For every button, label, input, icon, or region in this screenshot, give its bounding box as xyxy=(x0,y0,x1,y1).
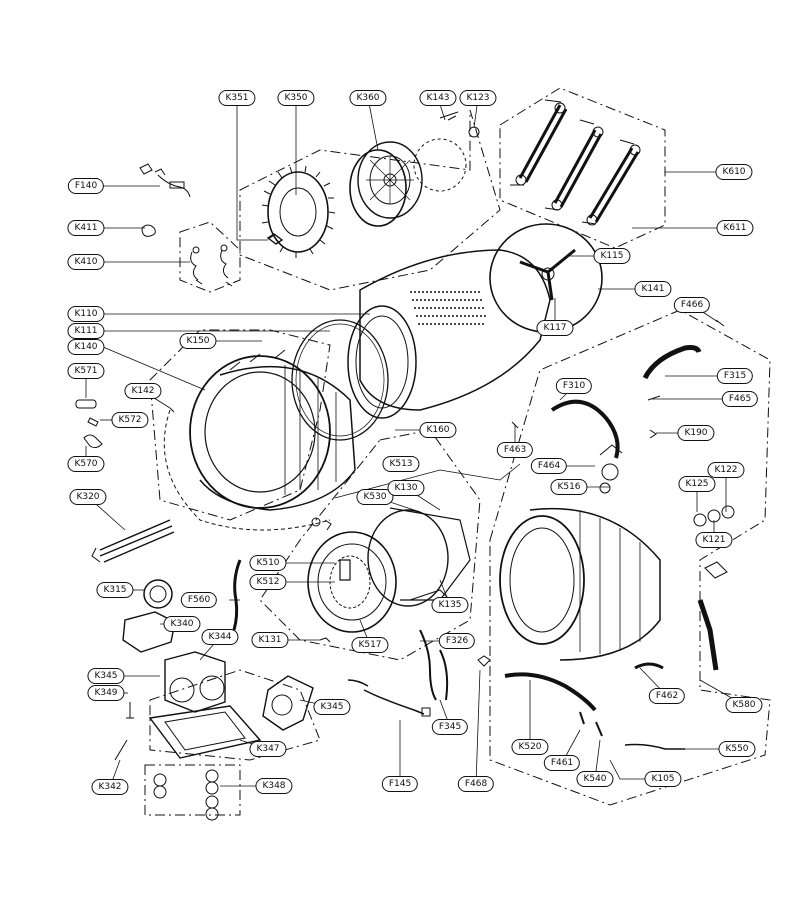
door-assembly xyxy=(307,507,471,633)
part-label-k111: K111 xyxy=(67,323,105,339)
part-label-k320: K320 xyxy=(69,489,107,505)
part-label-k150: K150 xyxy=(179,333,217,349)
part-label-k351: K351 xyxy=(218,90,256,106)
part-label-k517: K517 xyxy=(351,637,389,653)
part-label-k346: K345 xyxy=(87,668,125,684)
part-label-k550: K550 xyxy=(718,741,756,757)
part-label-f461: F461 xyxy=(543,755,581,771)
part-label-k348: K348 xyxy=(255,778,293,794)
rotor-assembly xyxy=(349,111,480,227)
part-label-k540: K540 xyxy=(576,771,614,787)
part-label-k611: K611 xyxy=(716,220,754,236)
part-label-k141: K141 xyxy=(634,281,672,297)
part-label-k123: K123 xyxy=(459,90,497,106)
part-label-k520: K520 xyxy=(511,739,549,755)
part-label-k131: K131 xyxy=(251,632,289,648)
part-label-f560: F560 xyxy=(180,592,218,608)
part-label-f465: F465 xyxy=(721,391,759,407)
part-label-k411: K411 xyxy=(67,220,105,236)
part-label-k344: K344 xyxy=(201,629,239,645)
part-label-k143: K143 xyxy=(419,90,457,106)
part-label-k121: K121 xyxy=(695,532,733,548)
part-label-k117: K117 xyxy=(536,320,574,336)
heater-element xyxy=(91,519,175,563)
part-label-k142: K142 xyxy=(124,383,162,399)
part-label-k516: K516 xyxy=(550,479,588,495)
part-label-k130: K130 xyxy=(387,480,425,496)
tub-rear-assembly xyxy=(499,444,735,661)
part-label-k410: K410 xyxy=(67,254,105,270)
part-label-f462: F462 xyxy=(648,688,686,704)
part-label-f326: F326 xyxy=(438,633,476,649)
damper-assembly xyxy=(510,99,641,226)
part-label-k125: K125 xyxy=(678,476,716,492)
stator-assembly xyxy=(261,165,336,258)
part-label-k140: K140 xyxy=(67,339,105,355)
part-label-f140: F140 xyxy=(67,178,105,194)
part-label-k360: K360 xyxy=(349,90,387,106)
part-label-k610: K610 xyxy=(715,164,753,180)
part-label-k135: K135 xyxy=(431,597,469,613)
part-label-k349: K349 xyxy=(87,685,125,701)
part-label-f345: F345 xyxy=(431,719,469,735)
part-label-k513: K513 xyxy=(382,456,420,472)
part-label-k571: K571 xyxy=(67,363,105,379)
part-label-k350: K350 xyxy=(277,90,315,106)
part-label-f145: F145 xyxy=(381,776,419,792)
drain-pump-assembly xyxy=(114,579,314,821)
part-label-k340: K340 xyxy=(163,616,201,632)
part-label-f466: F466 xyxy=(673,297,711,313)
group-outlines xyxy=(144,87,771,816)
part-label-f315: F315 xyxy=(716,368,754,384)
part-label-k160: K160 xyxy=(419,422,457,438)
part-label-k342: K342 xyxy=(91,779,129,795)
part-label-k347: K347 xyxy=(249,741,287,757)
small-top-left-parts xyxy=(139,163,233,287)
part-label-k105: K105 xyxy=(644,771,682,787)
part-label-k530: K530 xyxy=(356,489,394,505)
part-label-k190: K190 xyxy=(677,425,715,441)
part-label-k512: K512 xyxy=(249,574,287,590)
part-label-k315: K315 xyxy=(96,582,134,598)
tub-front-assembly xyxy=(163,319,389,531)
part-label-k345: K345 xyxy=(313,699,351,715)
part-label-k115: K115 xyxy=(593,248,631,264)
part-label-k570: K570 xyxy=(67,456,105,472)
part-label-f464: F464 xyxy=(530,458,568,474)
part-label-k122: K122 xyxy=(707,462,745,478)
part-label-k510: K510 xyxy=(249,555,287,571)
part-label-f310: F310 xyxy=(555,378,593,394)
part-label-k110: K110 xyxy=(67,306,105,322)
part-label-f463: F463 xyxy=(496,442,534,458)
leader-lines xyxy=(85,97,745,788)
part-label-k580: K580 xyxy=(725,697,763,713)
left-small-parts xyxy=(75,399,175,449)
part-label-f468: F468 xyxy=(457,776,495,792)
right-hoses xyxy=(504,319,728,750)
part-label-k572: K572 xyxy=(111,412,149,428)
